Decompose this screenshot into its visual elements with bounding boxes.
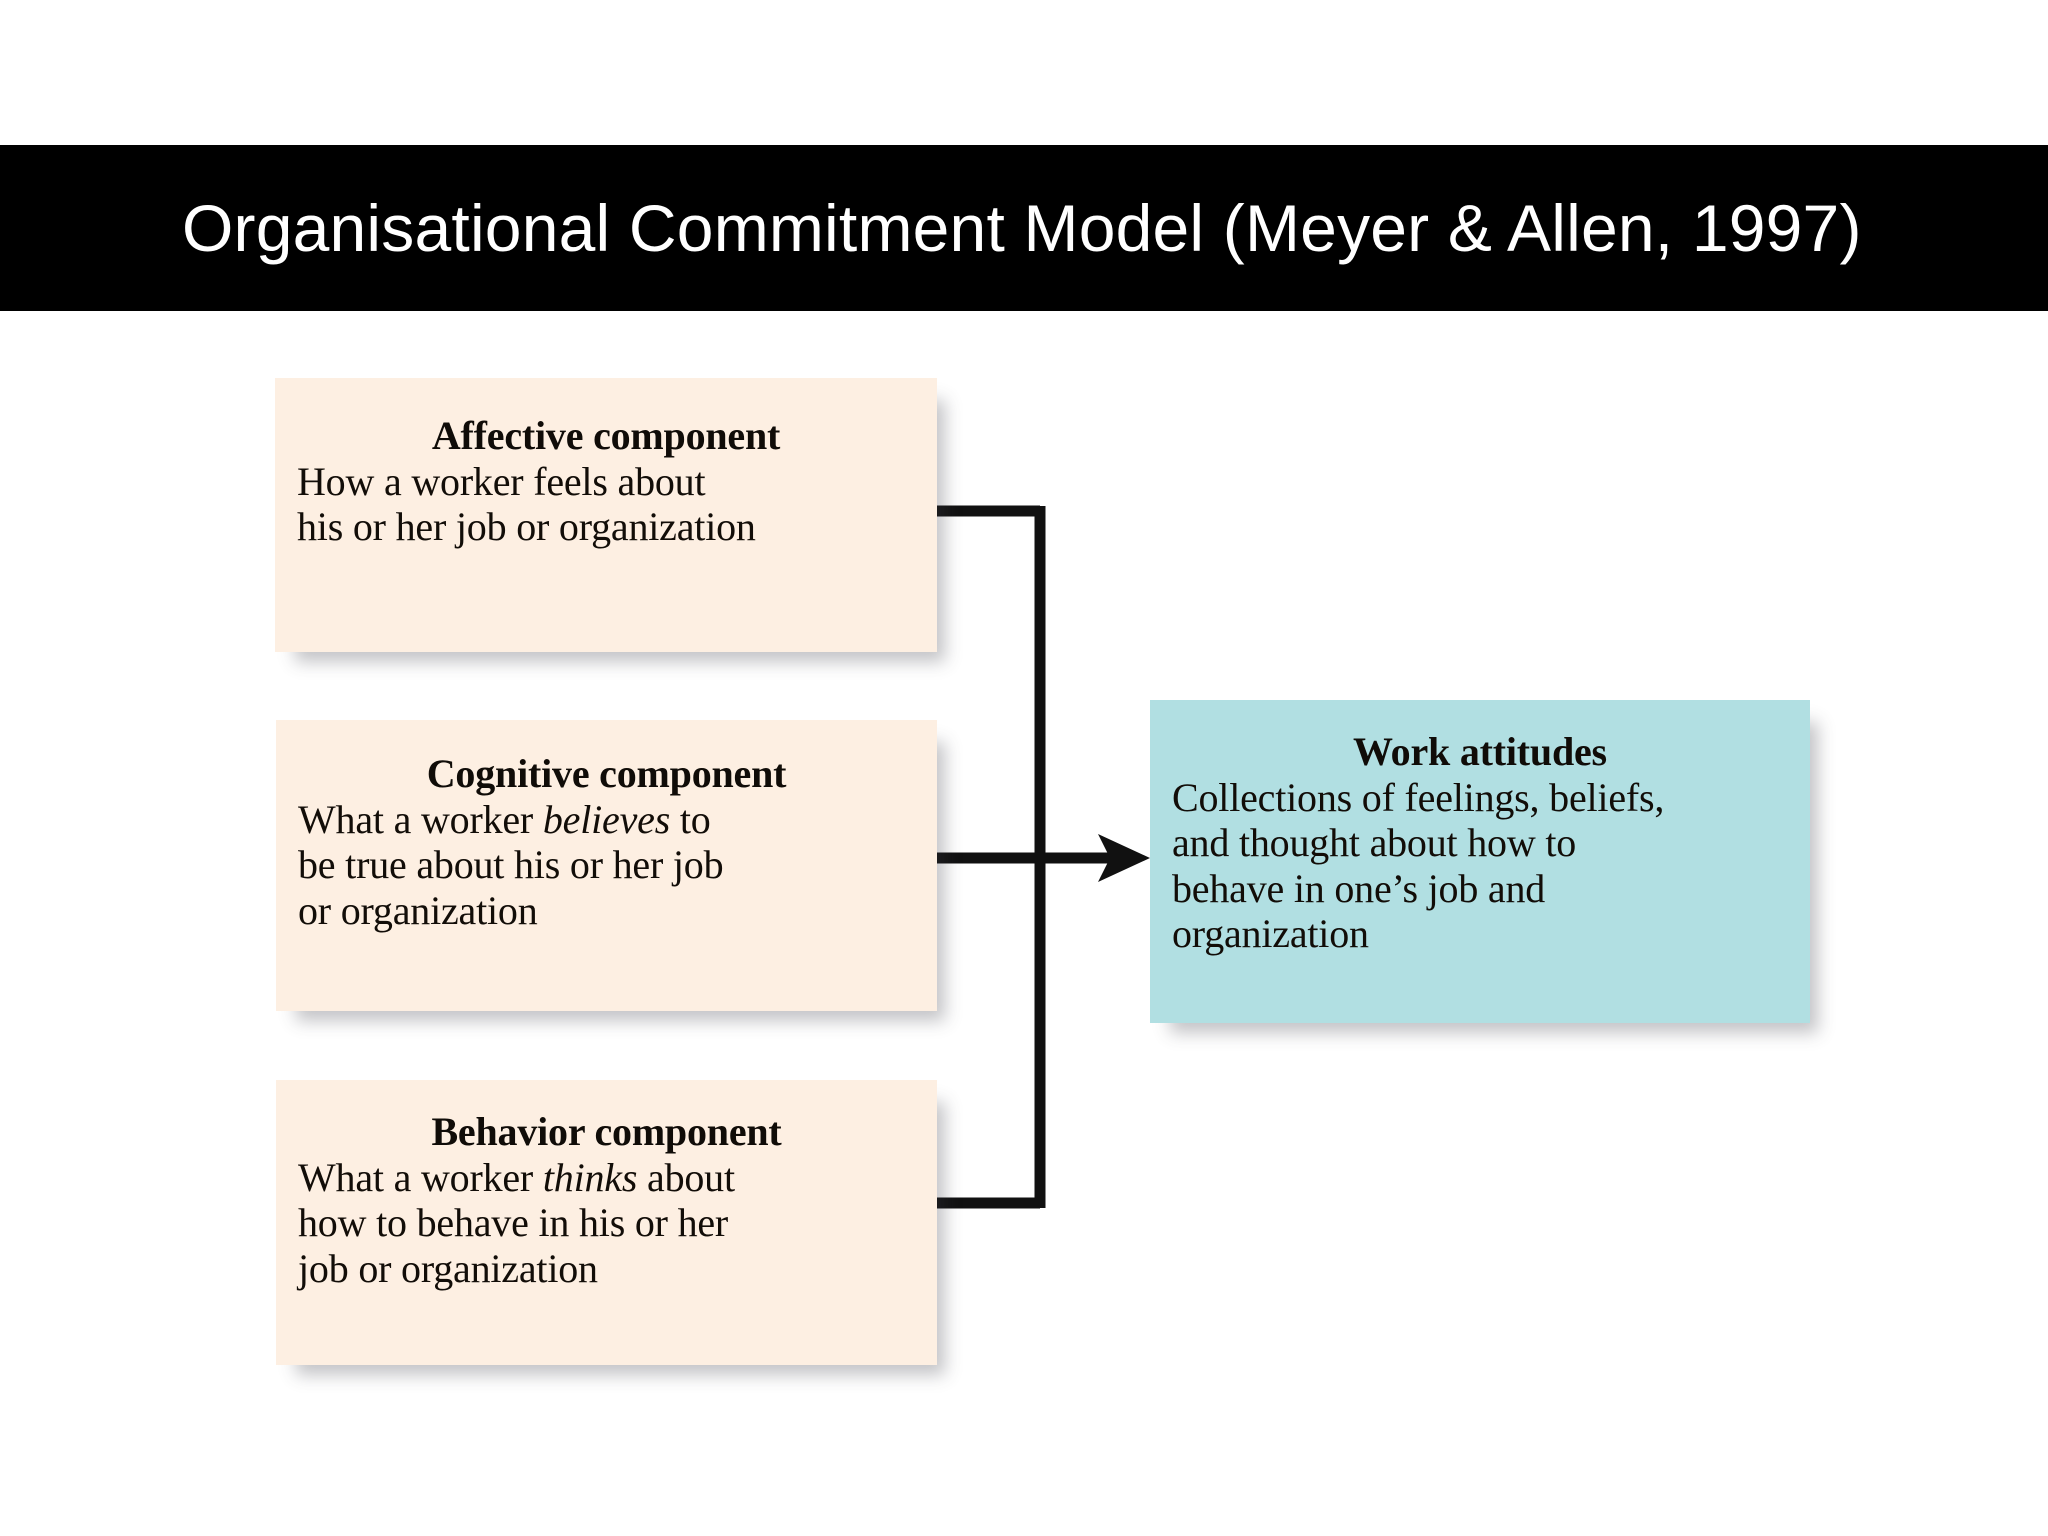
- component-body-emphasis: believes: [542, 797, 671, 843]
- component-body-line: job or organization: [298, 1245, 598, 1291]
- component-body-line-post: to: [670, 797, 711, 843]
- component-body-line: be true about his or her job: [298, 842, 724, 888]
- component-body-cognitive: What a worker believes to be true about …: [298, 797, 915, 933]
- outcome-title: Work attitudes: [1353, 729, 1607, 774]
- outcome-body-line: behave in one’s job and: [1172, 865, 1546, 911]
- component-body-line: how to behave in his or her: [298, 1200, 729, 1246]
- component-body-line-post: about: [637, 1155, 735, 1201]
- outcome-body: Collections of feelings, beliefs, and th…: [1172, 775, 1788, 956]
- component-box-cognitive: Cognitive component What a worker believ…: [276, 720, 937, 1011]
- component-title-behavior: Behavior component: [431, 1109, 782, 1154]
- outcome-body-line: Collections of feelings, beliefs,: [1172, 775, 1665, 821]
- component-body-line: his or her job or organization: [297, 504, 756, 550]
- component-title-cognitive: Cognitive component: [426, 751, 787, 796]
- outcome-body-line: organization: [1172, 910, 1369, 956]
- component-body-line: or organization: [298, 887, 538, 933]
- slide-title-bar: Organisational Commitment Model (Meyer &…: [0, 145, 2048, 311]
- component-body-line-pre: What a worker: [298, 797, 543, 843]
- component-body-line: How a worker feels about: [297, 459, 706, 505]
- component-body-emphasis: thinks: [542, 1155, 638, 1201]
- component-body-behavior: What a worker thinks about how to behave…: [298, 1155, 915, 1291]
- outcome-body-line: and thought about how to: [1172, 820, 1577, 866]
- component-body-affective: How a worker feels about his or her job …: [297, 459, 915, 549]
- organisational-commitment-diagram: Affective component How a worker feels a…: [0, 311, 2048, 1536]
- page-title: Organisational Commitment Model (Meyer &…: [182, 191, 1862, 265]
- component-title-affective: Affective component: [431, 413, 781, 458]
- component-body-line-pre: What a worker: [298, 1155, 543, 1201]
- component-box-behavior: Behavior component What a worker thinks …: [276, 1080, 937, 1365]
- component-box-affective: Affective component How a worker feels a…: [275, 378, 937, 652]
- outcome-box-work-attitudes: Work attitudes Collections of feelings, …: [1150, 700, 1810, 1023]
